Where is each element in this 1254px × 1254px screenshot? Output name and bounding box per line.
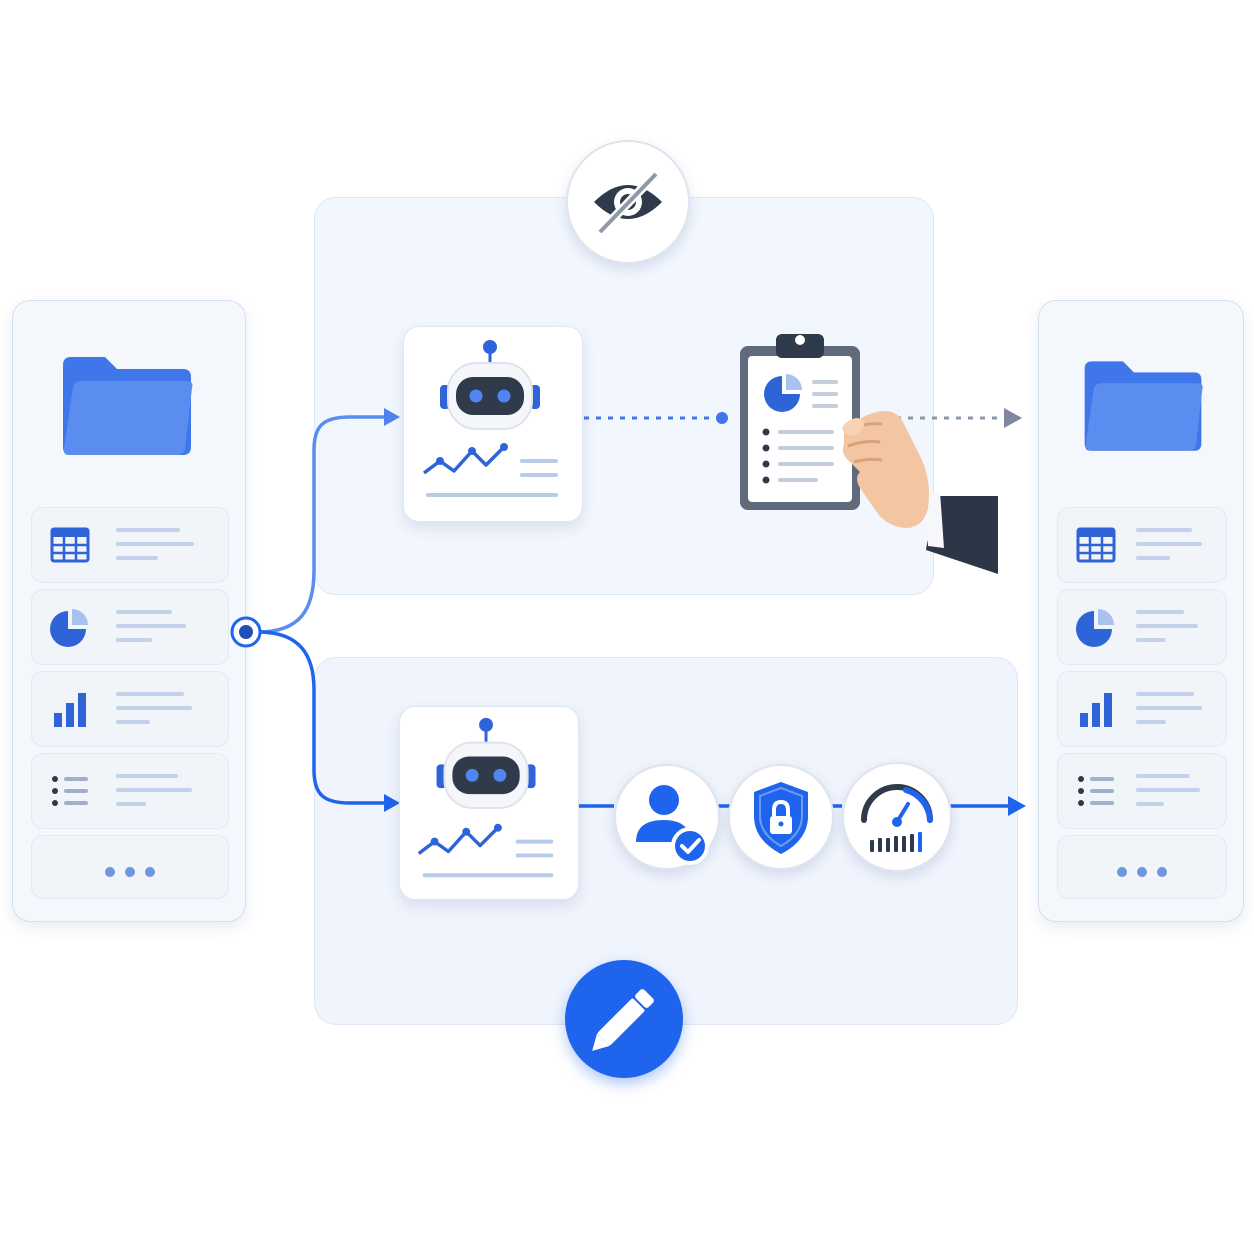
folder-icon [63, 357, 193, 455]
hand-icon [842, 411, 998, 574]
bar-chart-icon [1080, 693, 1112, 727]
more-dots-icon [1058, 864, 1226, 882]
data-row-list[interactable] [31, 753, 229, 829]
pencil-icon [592, 989, 654, 1051]
data-row-pie[interactable] [1057, 589, 1227, 665]
table-icon [1076, 527, 1116, 563]
robot-analytics-icon [417, 717, 554, 878]
dotted-line-end-dot [716, 412, 728, 424]
user-check-icon [636, 785, 709, 865]
robot-analytics-icon [422, 340, 558, 497]
folder-icon [1084, 361, 1203, 451]
data-row-list[interactable] [1057, 753, 1227, 829]
visibility-off-badge[interactable] [566, 140, 690, 264]
edit-badge[interactable] [565, 960, 683, 1078]
clipboard-report-icon[interactable] [738, 328, 864, 514]
data-row-bar-chart[interactable] [31, 671, 229, 747]
gauge-icon [861, 784, 933, 852]
eye-slash-icon [594, 170, 662, 236]
data-row-more[interactable] [31, 835, 229, 899]
data-row-bar-chart[interactable] [1057, 671, 1227, 747]
data-row-more[interactable] [1057, 835, 1227, 899]
source-node[interactable] [229, 615, 263, 649]
list-icon [52, 776, 88, 806]
arrowhead-top-output [1004, 408, 1022, 428]
data-row-table[interactable] [1057, 507, 1227, 583]
connector-to-bottom-agent [257, 630, 386, 805]
arrowhead-top-agent [384, 408, 400, 426]
arrowhead-bottom-agent [384, 794, 400, 812]
list-icon [1078, 776, 1114, 806]
security-step[interactable] [728, 764, 834, 870]
shield-lock-icon [754, 782, 808, 854]
pie-chart-icon [1076, 609, 1114, 647]
connector-to-top-agent [257, 415, 386, 634]
pie-chart-icon [50, 609, 88, 647]
performance-step[interactable] [842, 762, 952, 872]
analytics-agent-card-top[interactable] [403, 326, 583, 522]
data-row-table[interactable] [31, 507, 229, 583]
right-data-column [1038, 300, 1244, 922]
data-row-pie[interactable] [31, 589, 229, 665]
table-icon [50, 527, 90, 563]
user-verify-step[interactable] [614, 764, 720, 870]
analytics-agent-card-bottom[interactable] [399, 706, 579, 900]
more-dots-icon [32, 864, 228, 882]
left-data-column [12, 300, 246, 922]
arrowhead-bottom-output [1008, 796, 1026, 816]
bar-chart-icon [54, 693, 86, 727]
